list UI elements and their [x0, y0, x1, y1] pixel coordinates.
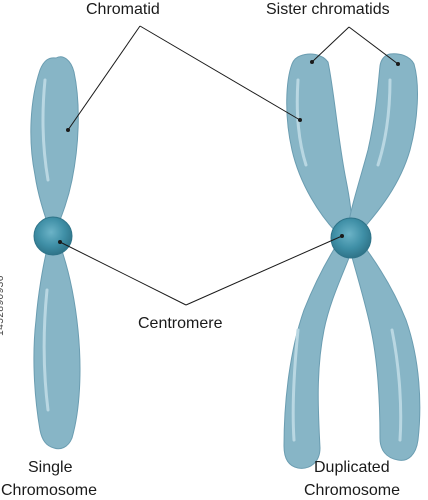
dot-sister-right: [396, 62, 400, 66]
dup-highlight-2: [376, 78, 392, 167]
dup-highlight-4: [390, 328, 403, 442]
left-chromatid-lower: [283, 245, 353, 469]
image-id-text: 1452890936: [0, 275, 6, 336]
duplicated-centromere: [330, 217, 372, 259]
single-highlight-lower: [42, 288, 50, 412]
dot-dup-chromatid: [298, 118, 302, 122]
duplicated-label-line2: Chromosome: [304, 482, 401, 499]
duplicated-label-line1: Duplicated: [314, 459, 390, 476]
centromere-line-to-duplicated: [185, 235, 343, 306]
dot-single-chromatid: [66, 128, 70, 132]
pointer-dots: [58, 60, 400, 244]
chromatid-line-to-single: [67, 25, 141, 131]
dot-sister-left: [310, 60, 314, 64]
chromatid-label: Chromatid: [86, 1, 160, 18]
centromere-label: Centromere: [138, 315, 223, 332]
sister-line-right: [348, 26, 399, 65]
dot-dup-centromere: [340, 234, 344, 238]
sister-chromatids-label: Sister chromatids: [266, 1, 390, 18]
single-chromatid-lower: [33, 244, 81, 450]
single-centromere: [33, 216, 73, 256]
right-chromatid-lower: [349, 245, 421, 461]
chromatid-line-to-duplicated: [139, 25, 301, 121]
dup-highlight-1: [295, 78, 308, 167]
duplicated-chromosome: [283, 53, 421, 469]
single-label-line2: Chromosome: [1, 482, 98, 499]
dup-highlight-3: [291, 328, 300, 442]
sister-line-left: [311, 26, 350, 63]
single-highlight-upper: [41, 78, 50, 182]
leader-lines: [59, 25, 399, 306]
centromere-line-to-single: [59, 241, 187, 306]
single-chromatid-upper: [30, 56, 79, 226]
single-label-line1: Single: [28, 459, 73, 476]
single-chromosome: [30, 56, 81, 450]
dot-single-centromere: [58, 240, 62, 244]
